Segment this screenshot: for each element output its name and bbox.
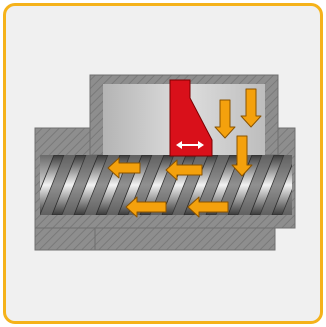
screw-flight xyxy=(294,155,326,215)
screw-channel xyxy=(304,155,326,215)
screw-flights xyxy=(30,155,326,215)
